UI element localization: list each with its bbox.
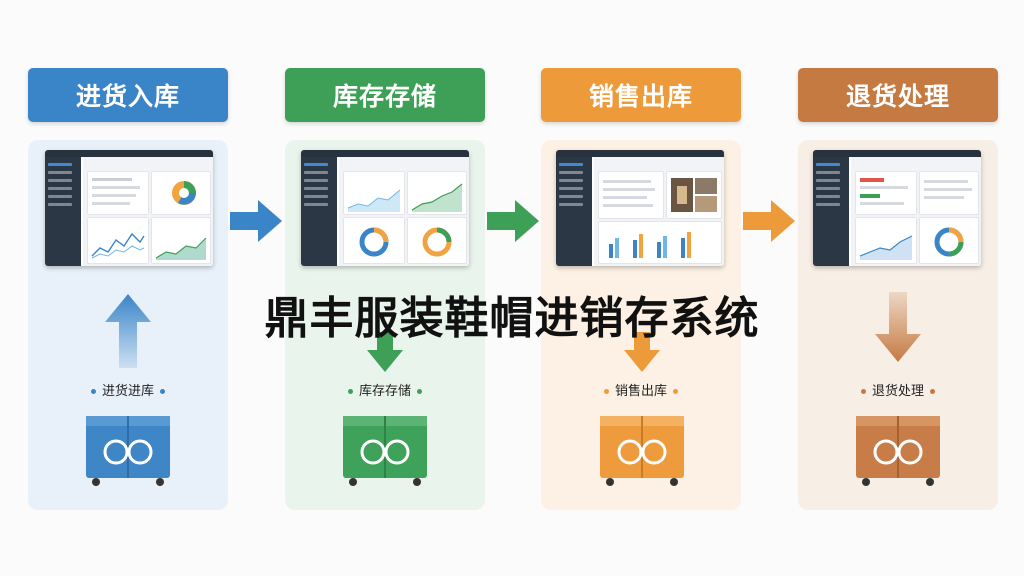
- box-icon: [600, 416, 684, 486]
- stage-2-label-row: 库存存储: [285, 380, 485, 399]
- arrow-down-icon: [875, 292, 921, 362]
- stage-3-label: 销售出库: [614, 384, 667, 399]
- donut-chart-icon: [934, 227, 964, 257]
- sidebar: [45, 157, 81, 266]
- sidebar: [813, 157, 849, 266]
- stage-3-header: 销售出库: [541, 68, 741, 122]
- stage-3-label-row: 销售出库: [541, 380, 741, 399]
- area-chart-icon: [155, 237, 207, 260]
- sidebar: [301, 157, 337, 266]
- page-title: 鼎丰服装鞋帽进销存系统: [264, 293, 760, 344]
- area-chart-icon: [411, 183, 463, 212]
- stage-1-screenshot: [45, 150, 213, 266]
- stage-1-label: 进货进库: [101, 384, 154, 399]
- main-area: [339, 157, 469, 266]
- stage-4-label: 退货处理: [871, 384, 924, 399]
- arrow-right-icon: [487, 200, 539, 242]
- stage-2-label: 库存存储: [358, 384, 411, 399]
- stage-2-header: 库存存储: [285, 68, 485, 122]
- pie-chart-icon: [172, 181, 196, 205]
- donut-chart-icon: [422, 227, 452, 257]
- stage-1-box: [78, 408, 178, 486]
- product-image-icon: [671, 178, 717, 212]
- arrow-down-icon: [624, 332, 660, 372]
- stage-1-label-row: 进货进库: [28, 380, 228, 399]
- arrow-down-icon: [367, 332, 403, 372]
- donut-chart-icon: [359, 227, 389, 257]
- window-bar: [813, 150, 981, 157]
- arrow-right-icon: [230, 200, 282, 242]
- box-icon: [856, 416, 940, 486]
- window-bar: [301, 150, 469, 157]
- box-icon: [86, 416, 170, 486]
- main-area: [83, 157, 213, 266]
- bar-chart-icon: [609, 232, 691, 258]
- sidebar: [556, 157, 592, 266]
- main-area: [594, 157, 724, 266]
- window-bar: [556, 150, 724, 157]
- stage-2-box: [335, 408, 435, 486]
- stage-4-header: 退货处理: [798, 68, 998, 122]
- stage-4-screenshot: [813, 150, 981, 266]
- box-icon: [343, 416, 427, 486]
- stage-4-label-row: 退货处理: [798, 380, 998, 399]
- area-chart-icon: [859, 235, 913, 260]
- window-bar: [45, 150, 213, 157]
- stage-3-screenshot: [556, 150, 724, 266]
- stage-4-box: [848, 408, 948, 486]
- stage-2-screenshot: [301, 150, 469, 266]
- area-chart-icon: [347, 189, 401, 212]
- stage-3-box: [592, 408, 692, 486]
- main-area: [851, 157, 981, 266]
- stage-1-header: 进货入库: [28, 68, 228, 122]
- arrow-up-icon: [105, 294, 151, 368]
- line-chart-icon: [91, 232, 145, 259]
- arrow-right-icon: [743, 200, 795, 242]
